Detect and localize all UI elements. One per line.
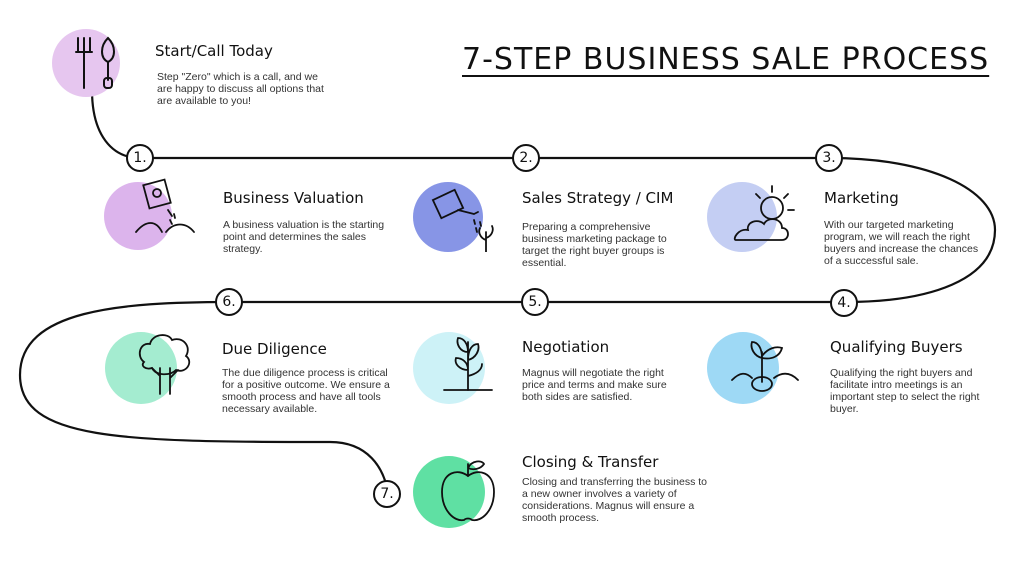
step-2-desc: Preparing a comprehensive business marke… bbox=[522, 221, 667, 269]
step-2-title: Sales Strategy / CIM bbox=[522, 189, 674, 207]
apple-icon bbox=[441, 460, 495, 522]
garden-tools-icon bbox=[75, 36, 115, 89]
step-4-number: 4. bbox=[830, 289, 858, 317]
step-7-blob bbox=[413, 456, 485, 528]
growing-plant-icon bbox=[443, 337, 493, 391]
page-title: 7-STEP BUSINESS SALE PROCESS bbox=[462, 42, 990, 77]
start-desc: Step "Zero" which is a call, and we are … bbox=[157, 71, 324, 107]
step-3-title: Marketing bbox=[824, 189, 899, 207]
seed-packet-icon bbox=[135, 178, 195, 233]
step-7-desc: Closing and transferring the business to… bbox=[522, 476, 708, 524]
step-2-number: 2. bbox=[512, 144, 540, 172]
tree-icon bbox=[138, 334, 191, 395]
step-7-title: Closing & Transfer bbox=[522, 453, 659, 471]
step-4-title: Qualifying Buyers bbox=[830, 338, 963, 356]
step-4-desc: Qualifying the right buyers and facilita… bbox=[830, 367, 980, 415]
watering-can-icon bbox=[431, 188, 494, 252]
step-6-number: 6. bbox=[215, 288, 243, 316]
step-3-desc: With our targeted marketing program, we … bbox=[824, 219, 979, 267]
step-6-title: Due Diligence bbox=[222, 340, 327, 358]
step-4-blob bbox=[707, 332, 779, 404]
step-3-number: 3. bbox=[815, 144, 843, 172]
step-5-title: Negotiation bbox=[522, 338, 610, 356]
step-5-desc: Magnus will negotiate the right price an… bbox=[522, 367, 667, 403]
step-1-number: 1. bbox=[126, 144, 154, 172]
step-1-desc: A business valuation is the starting poi… bbox=[223, 219, 385, 255]
step-6-desc: The due diligence process is critical fo… bbox=[222, 367, 390, 415]
sun-cloud-icon bbox=[733, 185, 795, 241]
sprouting-seed-icon bbox=[731, 341, 799, 392]
step-5-blob bbox=[413, 332, 485, 404]
step-6-blob bbox=[105, 332, 177, 404]
step-7-number: 7. bbox=[373, 480, 401, 508]
step-1-title: Business Valuation bbox=[223, 189, 364, 207]
start-title: Start/Call Today bbox=[155, 42, 273, 60]
step-5-number: 5. bbox=[521, 288, 549, 316]
